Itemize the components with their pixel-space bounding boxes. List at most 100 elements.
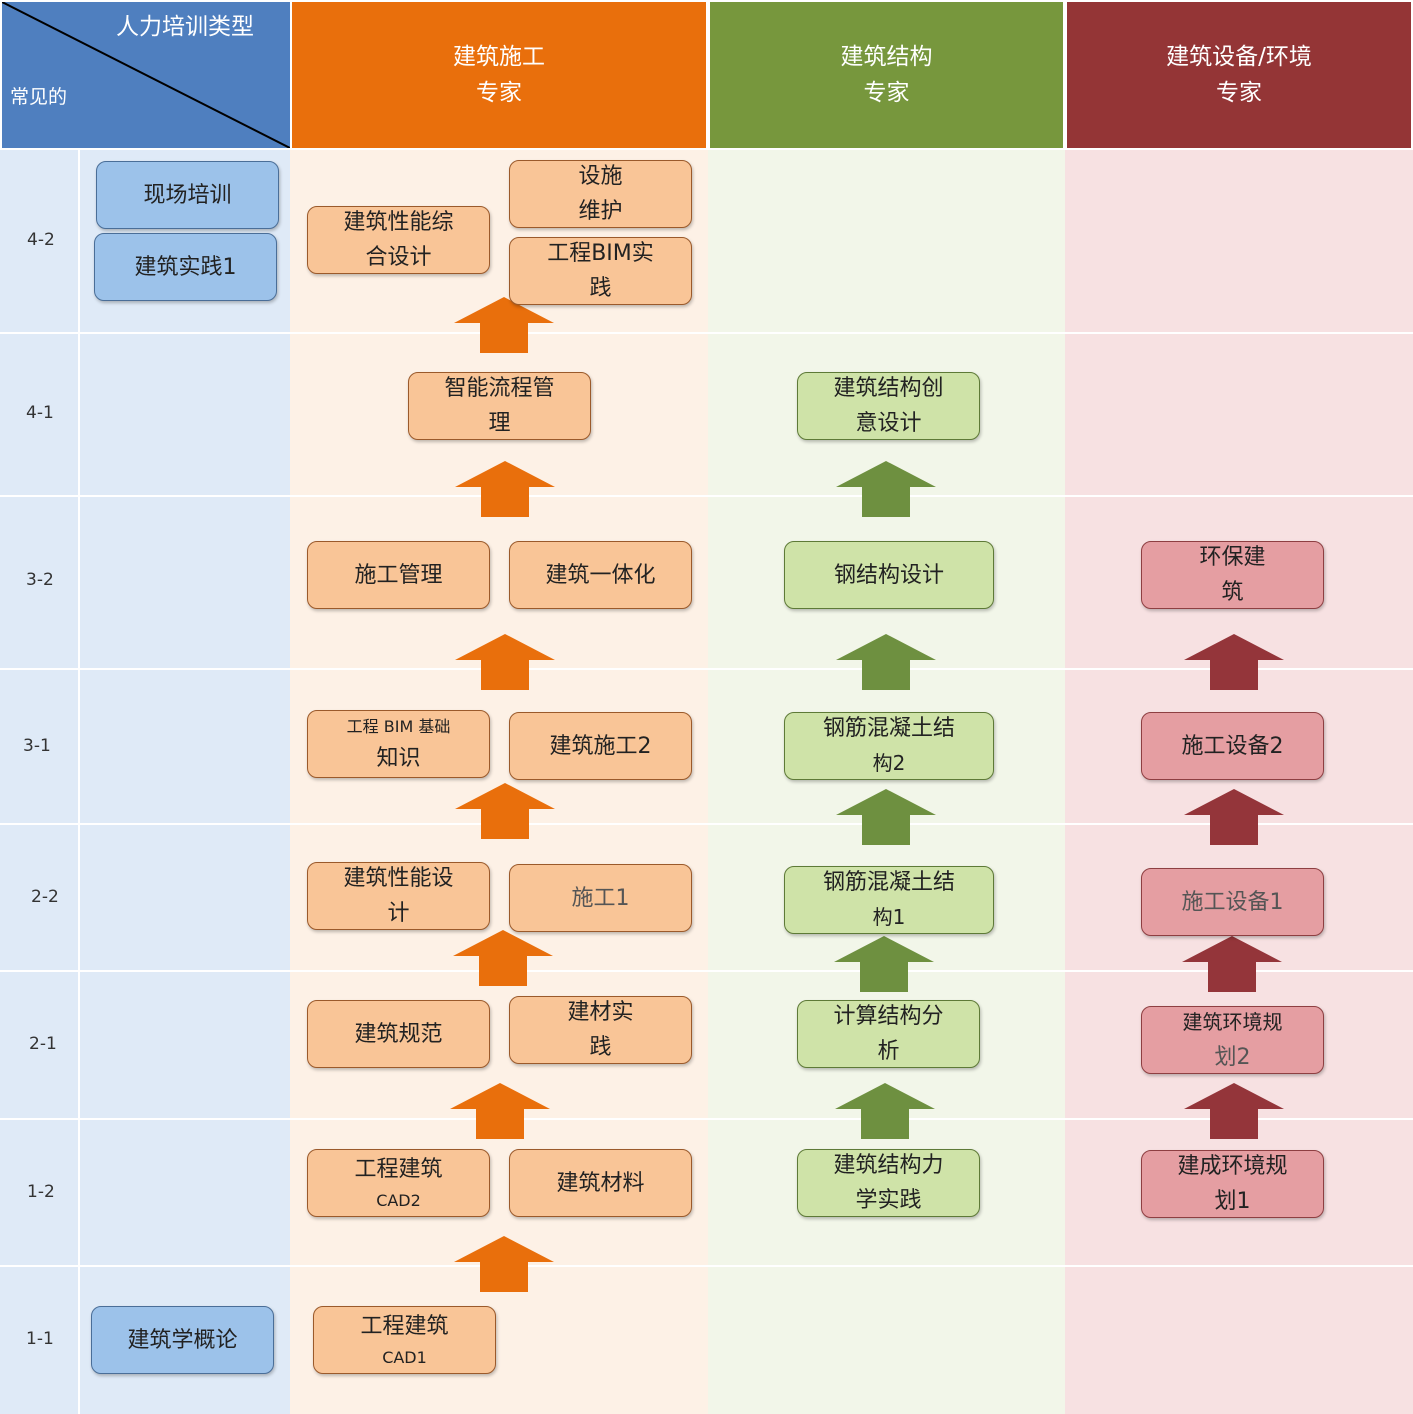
course-name-line1: 建筑一体化 (545, 562, 656, 588)
row-separator (0, 668, 1413, 670)
course-box: 建筑施工2 (509, 712, 692, 780)
course-name-line1: 建筑环境规 (1182, 1010, 1283, 1034)
course-name-line1: 工程建筑 (360, 1313, 449, 1339)
row-separator (0, 332, 1413, 334)
common-column-bg (0, 150, 290, 1414)
course-name: 建筑学概论 (127, 1327, 238, 1353)
progression-arrow-orange-up-icon (455, 461, 555, 517)
row-label-divider (78, 150, 80, 1414)
course-name-line2: 划2 (1214, 1045, 1251, 1070)
course-name-line1: 环保建 (1199, 545, 1266, 570)
course-name-line1: 建筑材料 (556, 1170, 645, 1196)
course-box: 建筑结构创 意设计 (797, 372, 980, 440)
header-structure-line2: 专家 (863, 80, 910, 106)
course-box: 环保建 筑 (1141, 541, 1324, 609)
course-name-line1: 施工1 (571, 885, 630, 911)
course-name-line1: 建筑性能综 (343, 210, 454, 235)
course-box: 建材实 践 (509, 996, 692, 1064)
course-name-line1: 工程建筑 (354, 1156, 443, 1182)
course-name-line1: 建筑结构创 (833, 376, 944, 401)
course-name: 建筑实践1 (134, 254, 237, 280)
course-name-line1: 建材实 (567, 1000, 634, 1025)
progression-arrow-orange-up-icon (455, 783, 555, 839)
course-name-line1: 建筑结构力 (833, 1153, 944, 1178)
row-label: 1-1 (26, 1329, 54, 1349)
course-box: 施工管理 (307, 541, 490, 609)
course-name-line1: 智能流程管 (444, 376, 555, 401)
course-box-onsite-training: 现场培训 (96, 161, 279, 229)
course-name-line1: 工程BIM实 (547, 241, 654, 266)
course-box: 建筑一体化 (509, 541, 692, 609)
row-label: 4-2 (27, 230, 55, 250)
row-separator (0, 823, 1413, 825)
corner-common-label: 常见的 (10, 86, 68, 108)
progression-arrow-red-up-icon (1184, 1083, 1284, 1139)
course-name-line1: 设施 (578, 164, 623, 189)
course-name-line2: 析 (877, 1039, 900, 1064)
course-box-intro-architecture: 建筑学概论 (91, 1306, 274, 1374)
course-name-line1: 计算结构分 (833, 1004, 944, 1029)
progression-arrow-green-up-icon (835, 1083, 935, 1139)
course-name-line1: 建筑性能设 (343, 866, 454, 891)
course-name-line2: 维护 (578, 199, 623, 224)
progression-arrow-red-up-icon (1184, 789, 1284, 845)
course-box: 施工设备2 (1141, 712, 1324, 780)
course-name-line2: 知识 (376, 745, 421, 771)
course-name-line1: 施工设备2 (1181, 733, 1284, 759)
course-name-line1: 施工管理 (354, 562, 443, 588)
course-box-architecture-practice-1: 建筑实践1 (94, 233, 277, 301)
course-box: 建筑材料 (509, 1149, 692, 1217)
progression-arrow-green-up-icon (836, 789, 936, 845)
course-box: 建筑性能综 合设计 (307, 206, 490, 274)
row-label: 4-1 (26, 403, 54, 423)
header-construction-line2: 专家 (476, 80, 522, 106)
course-box: 工程建筑 CAD1 (313, 1306, 496, 1374)
course-name-line2: 构1 (872, 905, 906, 929)
course-box: 建筑性能设 计 (307, 862, 490, 930)
course-box: 工程 BIM 基础 知识 (307, 710, 490, 778)
progression-arrow-green-up-icon (836, 461, 936, 517)
equipment-column-bg (1065, 150, 1413, 1414)
course-box: 钢筋混凝土结 构2 (784, 712, 994, 780)
progression-arrow-orange-up-icon (453, 930, 553, 986)
row-label: 2-2 (31, 887, 59, 907)
row-label: 2-1 (29, 1034, 57, 1054)
row-label: 1-2 (27, 1182, 55, 1202)
row-separator (0, 1265, 1413, 1267)
course-box: 工程建筑 CAD2 (307, 1149, 490, 1217)
course-name: 现场培训 (143, 182, 232, 208)
structure-column-bg (708, 150, 1065, 1414)
course-name-line2: 学实践 (855, 1188, 922, 1213)
course-box: 钢筋混凝土结 构1 (784, 866, 994, 934)
course-name-line2: 践 (589, 276, 612, 301)
course-name-line1: 施工设备1 (1181, 889, 1284, 915)
course-name-line1: 建筑规范 (354, 1021, 443, 1047)
course-name-line1: 钢筋混凝土结 (822, 870, 955, 895)
row-separator (0, 495, 1413, 497)
course-name-line2: 筑 (1221, 580, 1244, 605)
row-label: 3-1 (23, 736, 51, 756)
course-name-line1: 钢筋混凝土结 (822, 716, 955, 741)
header-equipment-line2: 专家 (1216, 80, 1262, 106)
course-name-line1: 建筑施工2 (549, 733, 652, 759)
header-structure-line1: 建筑结构 (840, 44, 933, 70)
course-name-line2: CAD2 (376, 1190, 421, 1210)
progression-arrow-orange-up-icon (450, 1083, 550, 1139)
course-box: 计算结构分 析 (797, 1000, 980, 1068)
course-name-line2: 合设计 (365, 245, 432, 270)
course-box: 钢结构设计 (784, 541, 994, 609)
course-box: 施工设备1 (1141, 868, 1324, 936)
course-box: 设施 维护 (509, 160, 692, 228)
course-box: 施工1 (509, 864, 692, 932)
progression-arrow-red-up-icon (1182, 936, 1282, 992)
corner-training-type-label: 人力培训类型 (116, 14, 254, 40)
header-structure-expert: 建筑结构 专家 (710, 2, 1063, 148)
course-box: 智能流程管 理 (408, 372, 591, 440)
course-name-line2: 划1 (1214, 1189, 1251, 1214)
course-box: 建成环境规 划1 (1141, 1150, 1324, 1218)
course-name-line1: 建成环境规 (1177, 1154, 1288, 1179)
course-name-line1: 钢结构设计 (833, 562, 944, 588)
course-name-line2: 理 (488, 411, 511, 436)
course-box: 建筑环境规 划2 (1141, 1006, 1324, 1074)
row-separator (0, 970, 1413, 972)
